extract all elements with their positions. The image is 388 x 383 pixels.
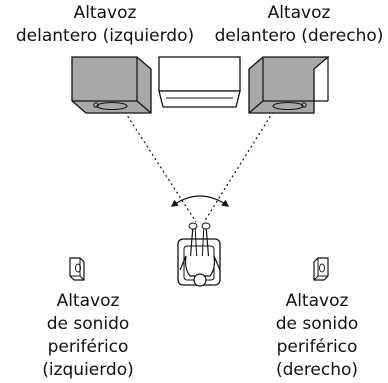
small-speaker-cone (319, 263, 325, 273)
small-speaker-cone (75, 263, 81, 273)
label-line: delantero (derecho) (214, 26, 384, 46)
speaker-tweeter (93, 102, 99, 108)
listener-icon (177, 222, 221, 287)
center-speaker-front (158, 90, 241, 108)
listener-legs-inner (194, 223, 205, 263)
label-line: Altavoz (285, 291, 349, 311)
small-speaker-edge (79, 275, 85, 281)
surround-right-speaker-label: Altavoz de sonido periférico (derecho) (262, 290, 372, 382)
speaker-edge (248, 100, 264, 114)
listener-arms (179, 255, 221, 271)
speaker-body (248, 56, 330, 114)
surround-left-speaker-label: Altavoz de sonido periférico (izquierdo) (38, 290, 138, 382)
front-left-speaker-label: Altavoz delantero (izquierdo) (0, 2, 210, 48)
label-line: periférico (276, 337, 358, 357)
label-line: (derecho) (275, 360, 359, 380)
speaker-woofer (272, 101, 304, 111)
listener-foot (201, 222, 211, 230)
front-right-speaker-label: Altavoz delantero (derecho) (210, 2, 388, 48)
speaker-tweeter (301, 102, 307, 108)
label-line: Altavoz (56, 291, 120, 311)
front-left-speaker-icon (71, 56, 152, 114)
label-line: (izquierdo) (42, 360, 134, 380)
small-speaker-body (69, 257, 85, 281)
small-speaker-edge (313, 275, 319, 281)
listener-foot (188, 222, 198, 230)
label-line: Altavoz (73, 3, 137, 23)
front-right-speaker-icon (248, 56, 330, 114)
label-line: de sonido (275, 314, 359, 334)
label-line: periférico (47, 337, 129, 357)
listener-head (193, 273, 207, 287)
left-sight-line (124, 111, 197, 223)
right-sight-line (203, 111, 274, 223)
speaker-woofer (96, 101, 128, 111)
surround-right-speaker-icon (313, 257, 329, 281)
speaker-edge (136, 100, 152, 114)
label-line: de sonido (46, 314, 130, 334)
center-speaker-icon (158, 56, 241, 108)
speaker-body (71, 56, 152, 114)
listening-angle-arc (170, 195, 230, 207)
listener-torso (184, 255, 216, 277)
small-speaker-body (313, 257, 329, 281)
label-line: delantero (izquierdo) (15, 26, 195, 46)
label-line: Altavoz (267, 3, 331, 23)
surround-left-speaker-icon (69, 257, 85, 281)
center-speaker-top (158, 56, 241, 92)
